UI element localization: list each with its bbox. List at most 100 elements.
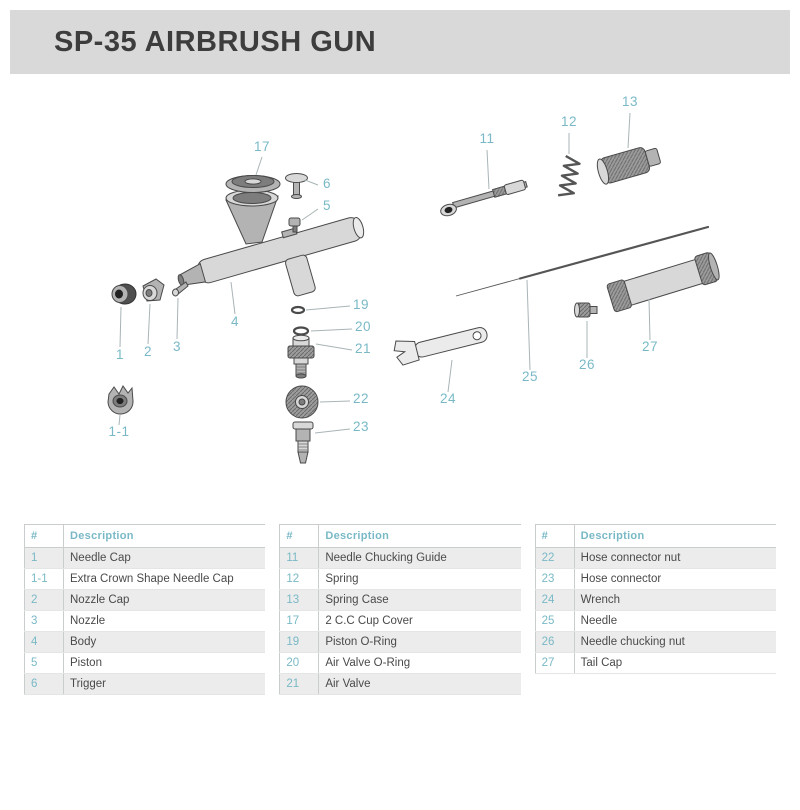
leader-line [627,112,631,149]
part-description-cell: Piston O-Ring [318,631,521,653]
column-header-number: # [279,524,320,548]
callout-number: 22 [353,391,369,406]
leader-line [486,149,490,190]
part-needle-chucking-nut [574,302,598,318]
part-number-cell: 1 [24,547,64,569]
part-number-cell: 22 [534,547,575,569]
callout-number: 19 [353,297,369,312]
part-description-cell: Trigger [63,673,266,695]
part-spring-case [596,147,661,185]
part-number-cell: 2 [24,589,64,611]
part-description-cell: Nozzle [63,610,266,632]
column-header-number: # [24,524,64,548]
callout-number: 6 [323,176,331,191]
part-hose-connector [292,421,314,464]
part-number-cell: 26 [534,631,575,653]
part-description-cell: Hose connector [574,568,776,590]
part-description-cell: Extra Crown Shape Needle Cap [63,568,266,590]
part-number-cell: 17 [279,610,320,632]
column-header-description: Description [574,524,776,548]
leader-line [319,400,351,403]
part-number-cell: 4 [24,631,64,653]
part-number-cell: 12 [279,568,320,590]
part-air-valve [287,334,315,379]
part-nozzle [172,281,189,297]
part-number-cell: 19 [279,631,320,653]
title-banner: SP-35 AIRBRUSH GUN [10,10,790,74]
part-number-cell: 3 [24,610,64,632]
part-number-cell: 13 [279,589,320,611]
column-header-description: Description [318,524,521,548]
part-number-cell: 6 [24,673,64,695]
leader-line [176,297,179,340]
table-header-row: # Description [24,524,266,548]
leader-line [119,306,122,348]
callout-number: 25 [522,369,538,384]
part-trigger [285,173,308,199]
part-number-cell: 24 [534,589,575,611]
part-number-cell: 21 [279,673,320,695]
leader-line [314,428,351,434]
part-number-cell: 11 [279,547,320,569]
part-cup-cover [225,175,281,193]
leader-line [147,303,151,345]
part-number-cell: 23 [534,568,575,590]
part-needle-chucking-guide [440,179,528,217]
part-number-cell: 27 [534,652,575,674]
callout-number: 21 [355,341,371,356]
leader-line [305,305,351,311]
leader-line [230,281,236,315]
part-needle [455,225,710,297]
part-wrench [393,327,488,366]
callout-number: 23 [353,419,369,434]
callout-number: 11 [479,131,494,146]
callout-number: 13 [622,94,638,109]
part-description-cell: Hose connector nut [574,547,776,569]
leader-line [255,156,263,176]
part-hose-connector-nut [285,385,319,419]
part-description-cell: Needle Chucking Guide [318,547,521,569]
leader-line [648,298,651,341]
leader-line [315,343,353,351]
leader-line [304,179,319,186]
part-description-cell: Tail Cap [574,652,776,674]
part-number-cell: 25 [534,610,575,632]
part-description-cell: Spring Case [318,589,521,611]
callout-number: 26 [579,357,595,372]
part-tail-cap [606,252,720,313]
part-description-cell: 2 C.C Cup Cover [318,610,521,632]
part-description-cell: Air Valve O-Ring [318,652,521,674]
leader-line [310,328,353,332]
leader-line [301,208,319,221]
callout-number: 3 [173,339,181,354]
part-description-cell: Needle Cap [63,547,266,569]
part-nozzle-cap [142,278,165,302]
callout-number: 12 [561,114,577,129]
callout-number: 2 [144,344,152,359]
callout-number: 24 [440,391,456,406]
part-description-cell: Needle chucking nut [574,631,776,653]
leader-line [447,359,453,393]
part-crown-needle-cap [107,385,134,415]
page-title: SP-35 AIRBRUSH GUN [54,25,377,58]
table-header-row: # Description [279,524,521,548]
callout-number: 5 [323,198,331,213]
